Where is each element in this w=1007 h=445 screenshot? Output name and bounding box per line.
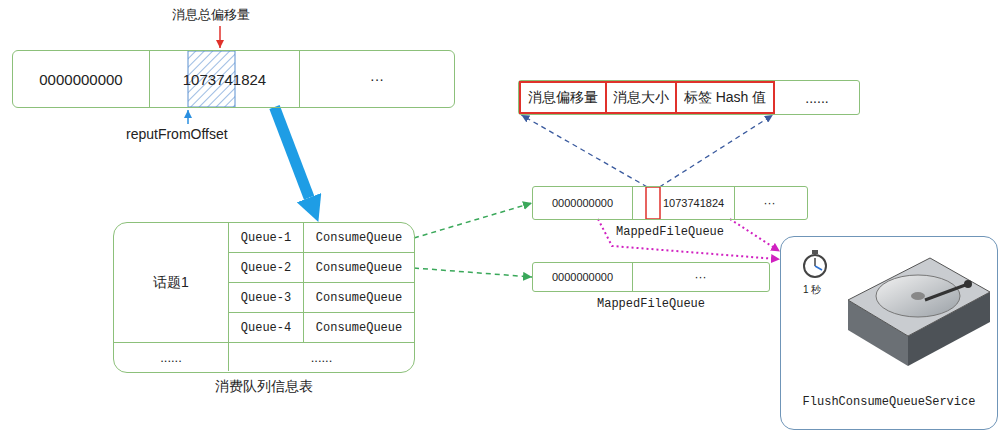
box-text: 0000000000 <box>39 71 122 88</box>
box-text: ConsumeQueue <box>316 261 402 275</box>
box-text: 1073741824 <box>663 197 724 209</box>
disk-top <box>848 258 990 336</box>
file-cell: 1073741824 <box>633 187 735 219</box>
disk-platter <box>876 275 960 317</box>
connector-arrow <box>414 268 532 277</box>
stopwatch-icon <box>804 250 826 277</box>
field-cell: 消息大小 <box>607 81 677 114</box>
disk-spindle <box>911 292 925 300</box>
box-text: ConsumeQueue <box>316 291 402 305</box>
box-text: 消息大小 <box>613 89 669 107</box>
file-cell: ··· <box>633 263 768 291</box>
flush-service-panel: FlushConsumeQueueService <box>780 236 998 430</box>
box-text: Queue-3 <box>241 291 291 305</box>
connector-arrow <box>730 219 780 252</box>
connector-arrow <box>414 203 532 238</box>
pointer-label: reputFromOffset <box>126 126 228 142</box>
box-text: 消息偏移量 <box>528 89 598 107</box>
offset-cell: ··· <box>300 51 454 107</box>
box-caption: FlushConsumeQueueService <box>803 395 976 409</box>
topic-cell: 话题1 <box>114 223 229 343</box>
table-cell: ...... <box>114 343 229 371</box>
table-cell: ...... <box>229 343 414 371</box>
box-text: Queue-4 <box>241 321 291 335</box>
box-text: 0000000000 <box>552 197 613 209</box>
queue-cell: ConsumeQueue <box>304 283 414 313</box>
stopwatch-face <box>804 255 826 277</box>
queue-cell: ConsumeQueue <box>304 253 414 283</box>
disk-pivot <box>964 280 972 288</box>
detail-leader <box>521 115 647 187</box>
box-text: 标签 Hash 值 <box>684 89 766 107</box>
queue-cell: Queue-3 <box>229 283 304 313</box>
flow-arrow <box>275 107 310 198</box>
disk-arm <box>925 284 968 300</box>
commit-log-bar: 0000000000 1073741824 ··· <box>12 50 455 108</box>
entry-format-box: 消息偏移量消息大小标签 Hash 值...... <box>518 80 860 115</box>
box-text: 0000000000 <box>552 271 613 283</box>
stopwatch-crown <box>812 250 818 254</box>
box-text: ...... <box>805 90 828 106</box>
detail-leader <box>660 115 773 187</box>
box-text: 1073741824 <box>183 71 266 88</box>
timer-label: 1 秒 <box>803 283 821 297</box>
box-text: ··· <box>370 71 384 87</box>
pointer-label: 消息总偏移量 <box>172 6 250 24</box>
connector-arrow <box>598 219 780 259</box>
box-text: ConsumeQueue <box>316 321 402 335</box>
mapped-file-queue: MappedFileQueue00000000001073741824··· <box>532 186 808 220</box>
mapped-file-queue: MappedFileQueue0000000000··· <box>532 262 770 292</box>
queue-cell: Queue-4 <box>229 313 304 343</box>
file-cell: 0000000000 <box>533 263 633 291</box>
file-cell: 0000000000 <box>533 187 633 219</box>
field-cell: 消息偏移量 <box>519 81 607 114</box>
box-text: Queue-2 <box>241 261 291 275</box>
box-text: ...... <box>160 350 182 365</box>
box-text: ··· <box>764 196 776 210</box>
entry-marker <box>646 187 660 219</box>
queue-table: 消费队列信息表话题1Queue-1ConsumeQueueQueue-2Cons… <box>113 222 415 373</box>
box-caption: MappedFileQueue <box>616 225 724 239</box>
box-text: ··· <box>695 270 707 284</box>
pointer-arrow <box>187 110 189 124</box>
file-cell: ··· <box>733 187 806 219</box>
box-text: ...... <box>311 350 333 365</box>
box-text: 话题1 <box>153 274 189 292</box>
queue-cell: Queue-1 <box>229 223 304 253</box>
queue-cell: ConsumeQueue <box>304 223 414 253</box>
stopwatch-hand <box>815 266 822 270</box>
pointer-arrow <box>219 26 221 48</box>
box-text: Queue-1 <box>241 231 291 245</box>
box-caption: 消费队列信息表 <box>215 378 313 396</box>
offset-cell: 0000000000 <box>13 51 150 107</box>
field-cell: ...... <box>775 81 859 114</box>
queue-cell: ConsumeQueue <box>304 313 414 343</box>
box-caption: MappedFileQueue <box>597 297 705 311</box>
box-text: ConsumeQueue <box>316 231 402 245</box>
hard-disk-icon <box>848 258 990 366</box>
stopwatch-hand <box>814 258 816 266</box>
offset-cell: 1073741824 <box>150 51 300 107</box>
queue-cell: Queue-2 <box>229 253 304 283</box>
field-cell: 标签 Hash 值 <box>677 81 775 114</box>
